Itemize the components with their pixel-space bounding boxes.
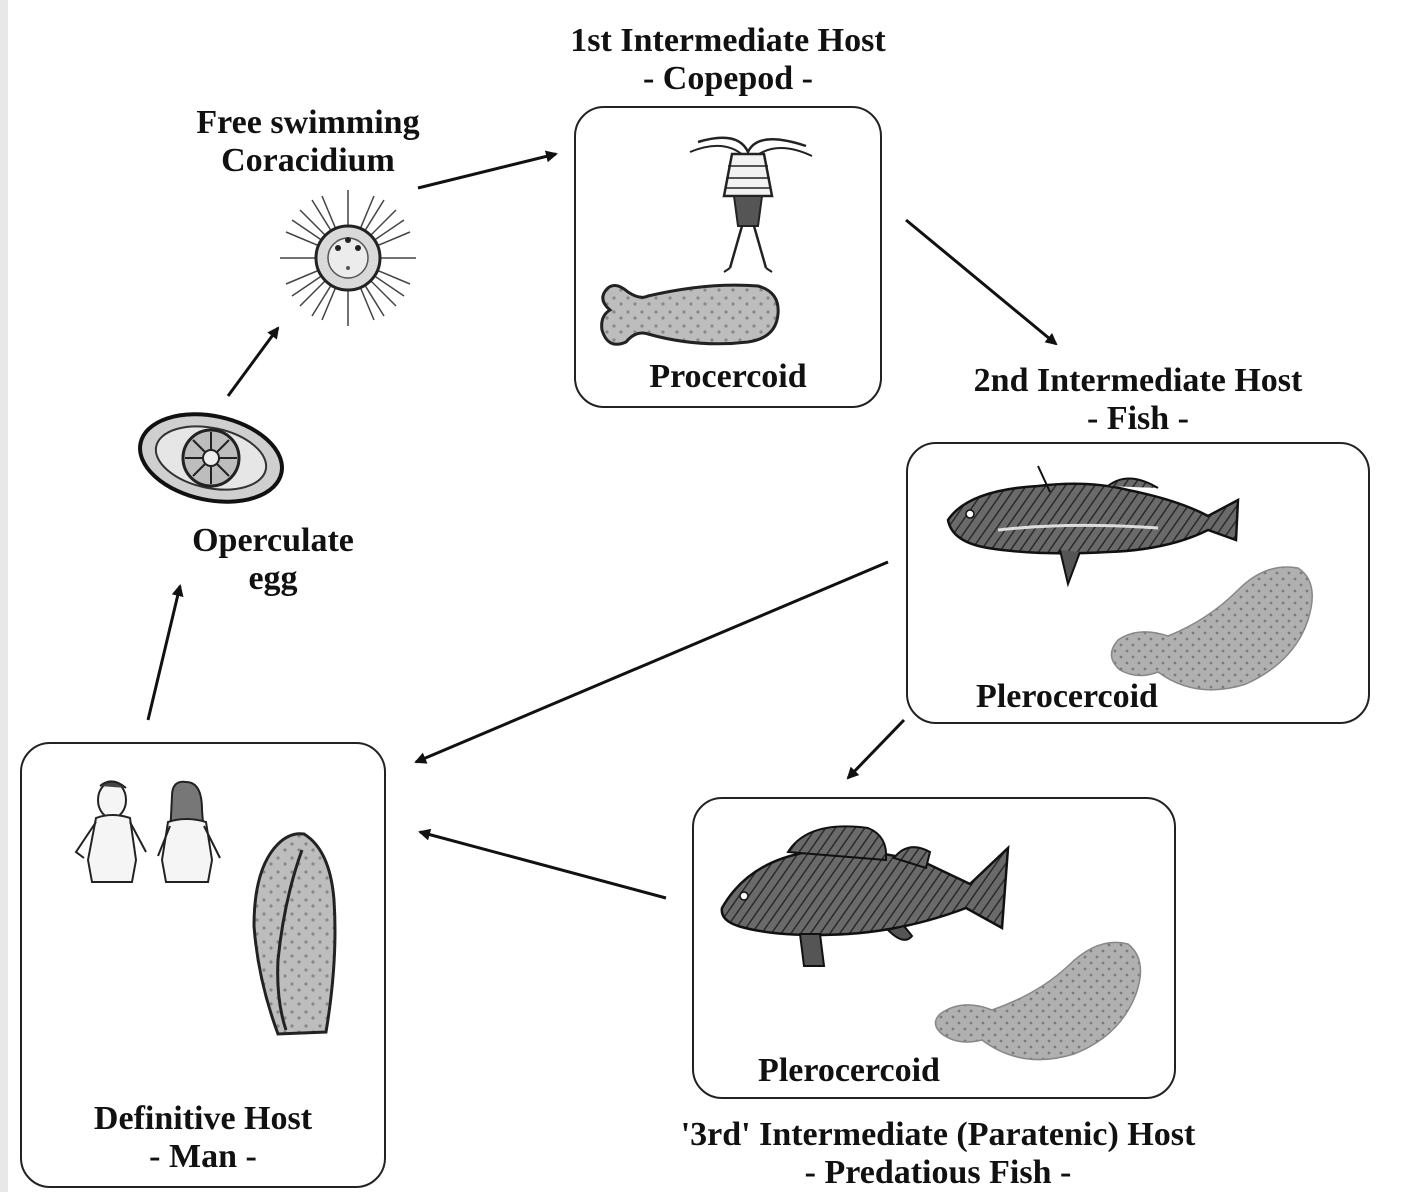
definitive-host-title-line2: - Man - — [149, 1138, 257, 1175]
operculate-egg-illustration — [138, 412, 284, 504]
plerocercoid-illustration-2 — [934, 941, 1142, 1061]
arrow-man-to-egg — [146, 584, 184, 721]
paratenic-host-title-line1: '3rd' Intermediate (Paratenic) Host — [680, 1116, 1196, 1153]
arrows — [146, 150, 1058, 900]
life-cycle-diagram: Free swimming Coracidium 1st Intermediat… — [8, 0, 1408, 1192]
humans-illustration — [74, 780, 221, 883]
paratenic-host-title: '3rd' Intermediate (Paratenic) Host - Pr… — [608, 1116, 1268, 1192]
fish-plerocercoid-label: Plerocercoid — [976, 678, 1158, 715]
copepod-host-title-line2: - Copepod - — [642, 60, 814, 97]
coracidium-label: Free swimming Coracidium — [148, 104, 468, 180]
predatious-fish-illustration — [720, 825, 1010, 967]
fish-illustration — [946, 465, 1240, 588]
egg-label: Operculate egg — [148, 522, 398, 598]
plerocercoid-illustration — [1110, 566, 1313, 691]
adult-tapeworm-illustration — [252, 832, 337, 1036]
fish-host-title-line2: - Fish - — [1087, 400, 1189, 437]
arrow-coracidium-to-copepod — [417, 150, 558, 190]
fish-host-title-line1: 2nd Intermediate Host — [973, 362, 1303, 399]
arrow-copepod-to-fish — [905, 218, 1058, 346]
procercoid-illustration — [600, 283, 780, 346]
egg-label-line2: egg — [248, 560, 298, 597]
coracidium-illustration — [280, 190, 416, 326]
paratenic-host-title-line2: - Predatious Fish - — [804, 1154, 1072, 1191]
copepod-host-title-line1: 1st Intermediate Host — [570, 22, 886, 59]
arrow-predatious-fish-to-man — [418, 828, 667, 900]
copepod-host-box — [574, 106, 882, 408]
coracidium-label-line1: Free swimming — [196, 104, 420, 141]
illustrations — [74, 136, 1313, 1061]
egg-label-line1: Operculate — [192, 522, 354, 559]
procercoid-label: Procercoid — [649, 358, 807, 395]
arrow-fish-to-predatious-fish — [846, 718, 906, 780]
copepod-illustration — [689, 136, 813, 273]
fish-host-title: 2nd Intermediate Host - Fish - — [918, 362, 1358, 438]
coracidium-label-line2: Coracidium — [221, 142, 395, 179]
definitive-host-title-line1: Definitive Host — [93, 1100, 313, 1137]
arrow-fish-to-man — [414, 560, 889, 764]
paratenic-plerocercoid-label: Plerocercoid — [758, 1052, 940, 1089]
definitive-host-title: Definitive Host - Man - — [20, 1100, 386, 1176]
arrow-egg-to-coracidium — [226, 326, 280, 397]
copepod-host-title: 1st Intermediate Host - Copepod - — [508, 22, 948, 98]
